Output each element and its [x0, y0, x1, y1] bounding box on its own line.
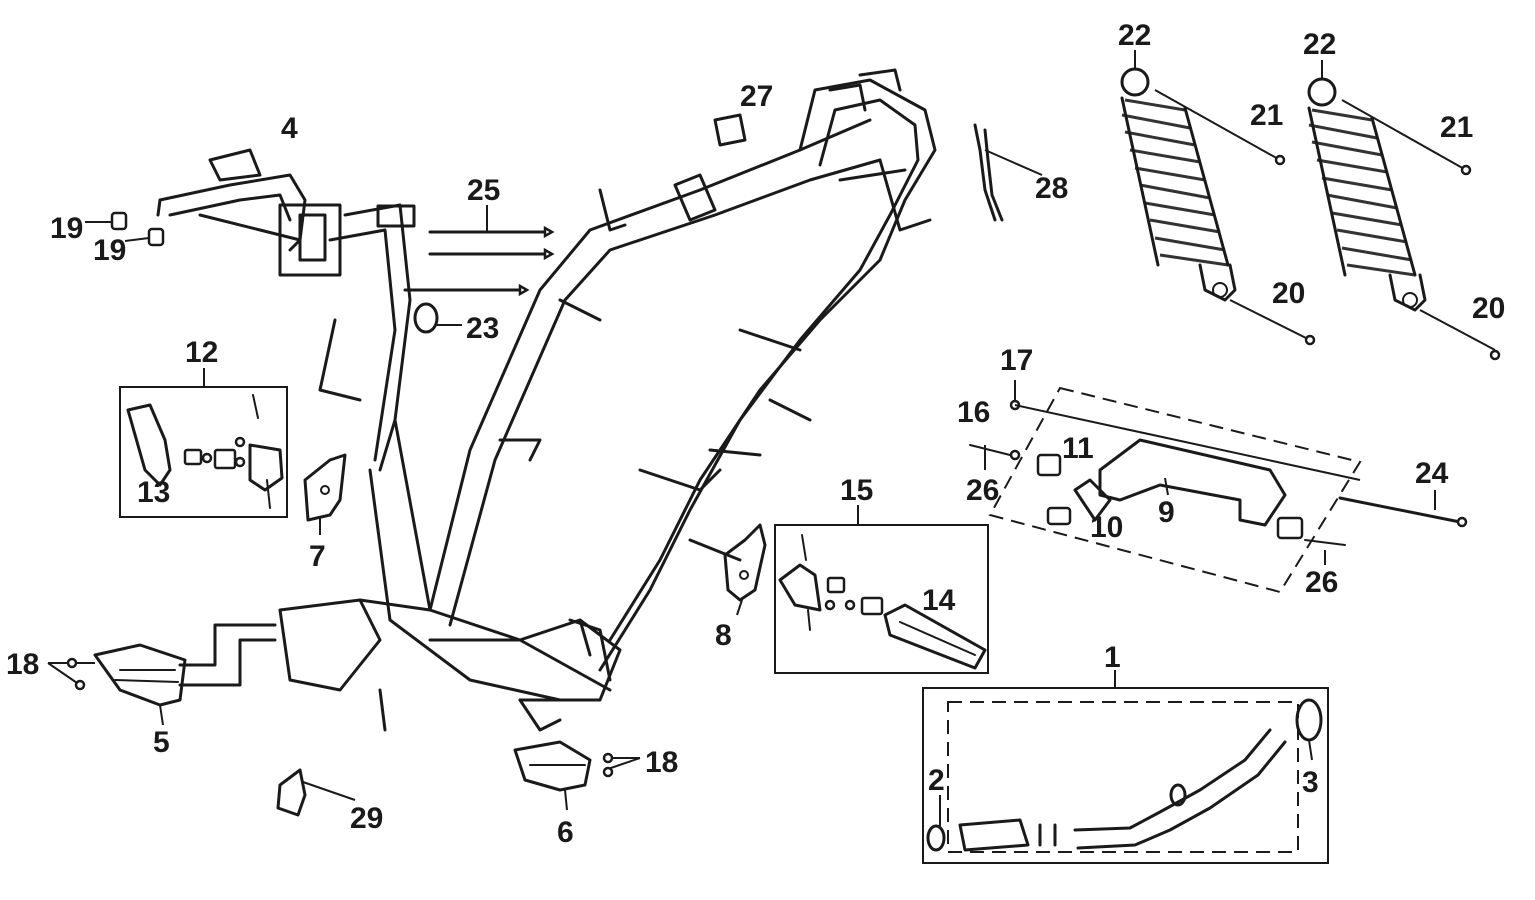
- callout-18-right: 18: [645, 746, 678, 779]
- breather-kit-1: [922, 670, 1329, 864]
- callout-18-left: 18: [6, 648, 39, 681]
- callout-27: 27: [740, 80, 773, 113]
- callout-22-right: 22: [1303, 28, 1336, 61]
- callout-6: 6: [557, 816, 574, 849]
- callout-8: 8: [715, 619, 732, 652]
- callout-12: 12: [185, 336, 218, 369]
- callout-1: 1: [1104, 641, 1121, 674]
- callout-9: 9: [1158, 496, 1175, 529]
- callout-19-lower: 19: [93, 234, 126, 267]
- callout-22-left: 22: [1118, 19, 1151, 52]
- washer-23: [413, 302, 462, 334]
- bracket-kit-15: [774, 505, 989, 674]
- callout-2: 2: [928, 764, 945, 797]
- footrest-5: [47, 623, 277, 726]
- callout-24: 24: [1415, 457, 1449, 490]
- callout-20-left: 20: [1272, 277, 1305, 310]
- callout-13: 13: [137, 476, 170, 509]
- callout-25: 25: [467, 174, 500, 207]
- front-bracket: [156, 148, 342, 277]
- main-frame: [278, 68, 937, 732]
- centre-stand-kit-9: [969, 380, 1468, 594]
- callout-3: 3: [1302, 766, 1319, 799]
- bracket-kit-12: [119, 368, 288, 518]
- callout-19-upper: 19: [50, 212, 83, 245]
- strap-28: [973, 123, 1043, 222]
- callout-29: 29: [350, 802, 383, 835]
- callout-23: 23: [466, 312, 499, 345]
- nut-19: [85, 211, 165, 247]
- callout-16: 16: [957, 396, 990, 429]
- callout-14: 14: [922, 584, 956, 617]
- callout-20-right: 20: [1472, 292, 1505, 325]
- bracket-8: [723, 523, 767, 616]
- callout-5: 5: [153, 726, 170, 759]
- callout-26-left: 26: [966, 474, 999, 507]
- callout-11: 11: [1062, 432, 1094, 465]
- callout-17: 17: [1000, 344, 1033, 377]
- callout-7: 7: [309, 540, 326, 573]
- callout-4: 4: [281, 112, 298, 145]
- callout-28: 28: [1035, 172, 1068, 205]
- shock-absorber-right: [1307, 60, 1501, 361]
- callout-21-left: 21: [1250, 99, 1283, 132]
- callout-21-right: 21: [1440, 111, 1473, 144]
- shock-absorber-left: [1120, 50, 1316, 346]
- plate-7: [303, 453, 347, 535]
- bracket-29: [276, 768, 356, 817]
- callout-26-right: 26: [1305, 566, 1338, 599]
- bolt-25: [403, 205, 555, 297]
- footrest-6: [513, 740, 641, 811]
- callout-10: 10: [1090, 511, 1123, 544]
- callout-15: 15: [840, 474, 873, 507]
